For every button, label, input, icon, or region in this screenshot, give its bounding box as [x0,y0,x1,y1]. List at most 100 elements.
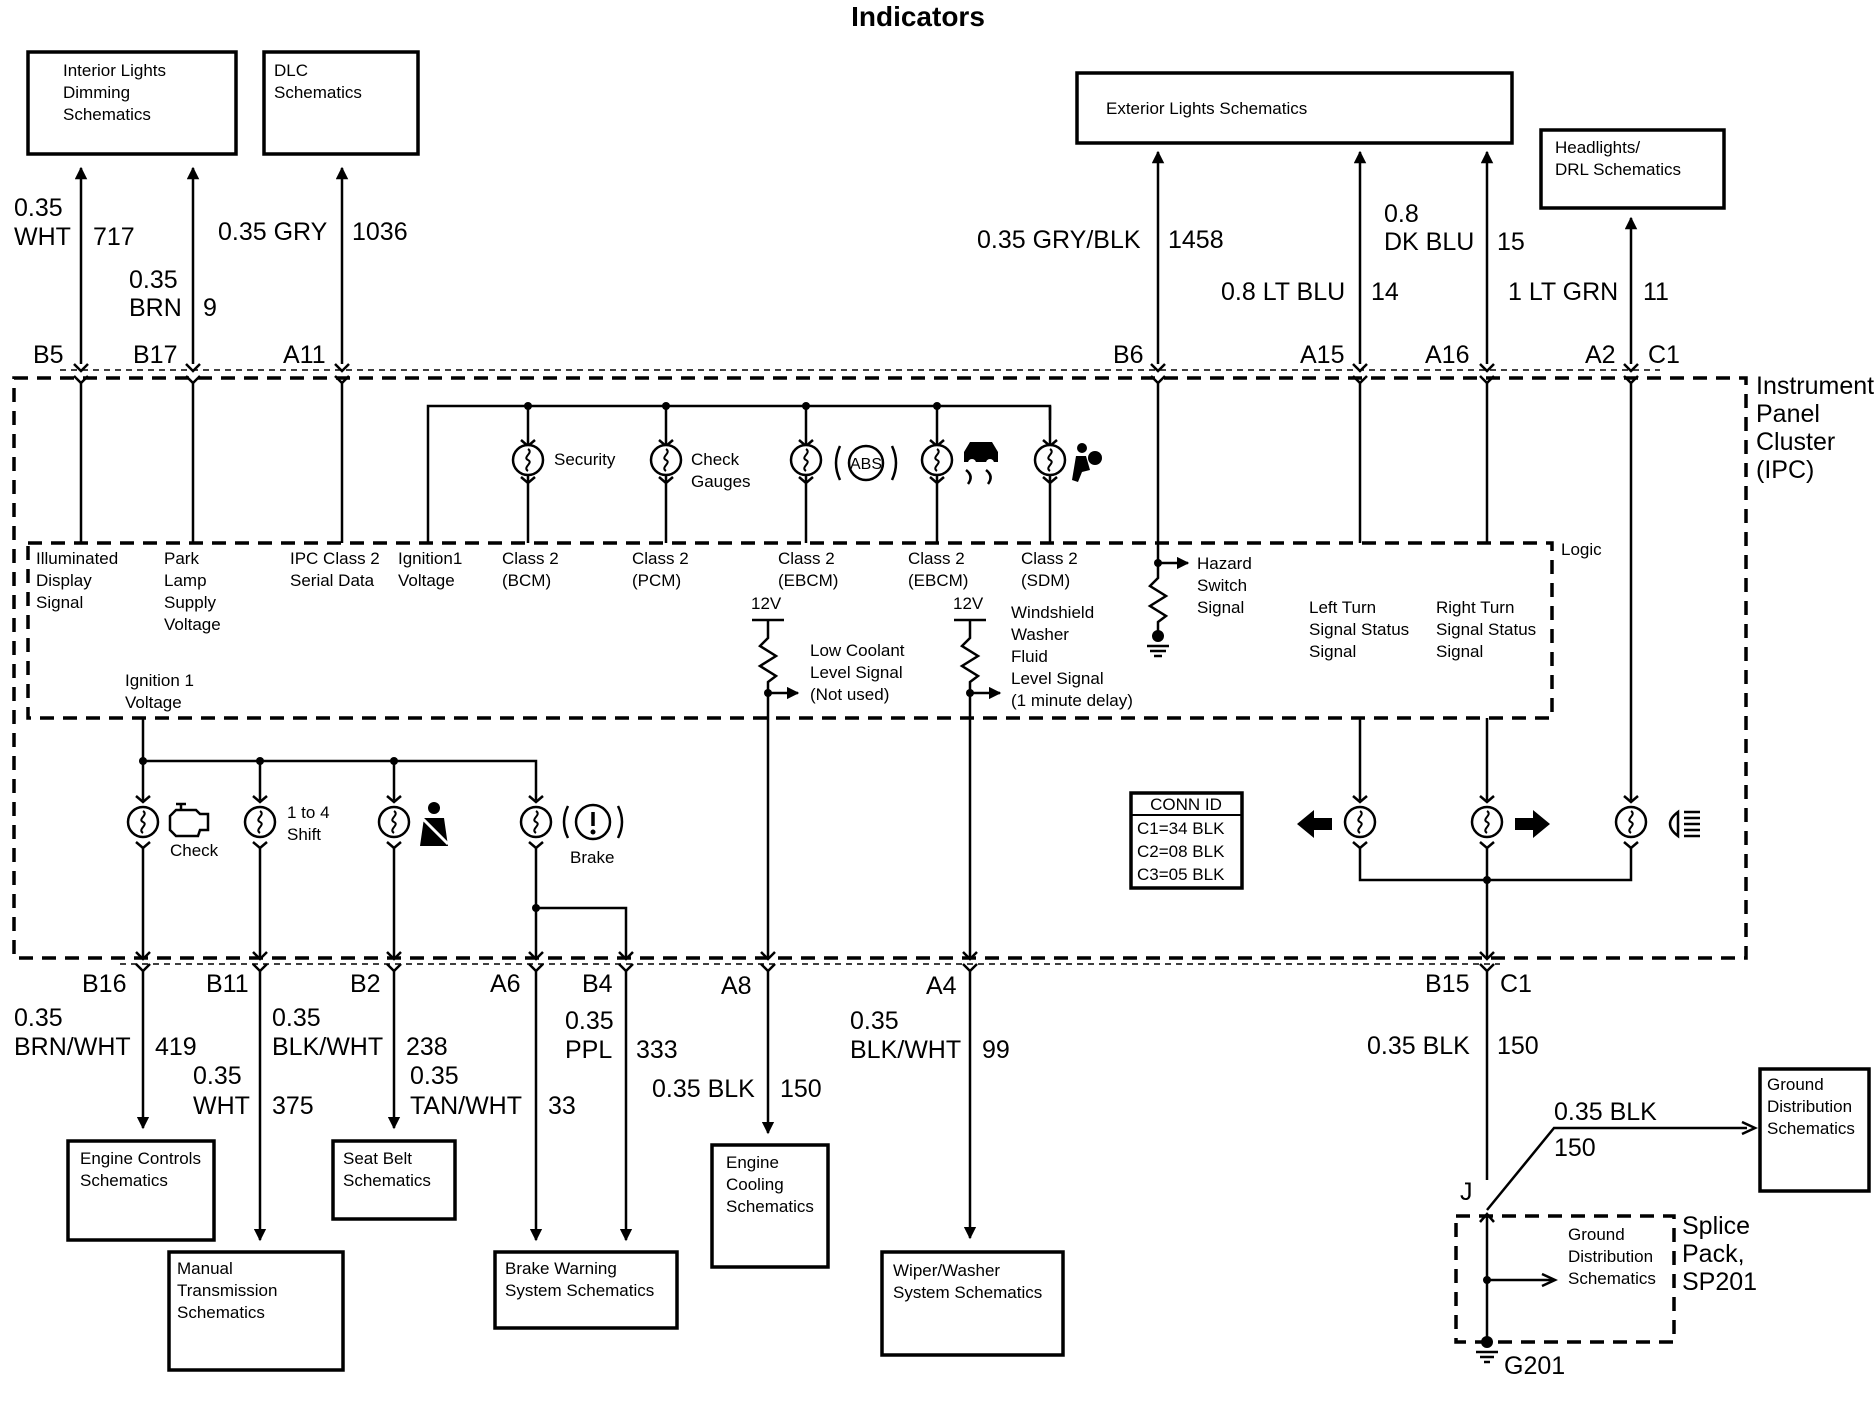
signal-label: Signal [36,593,83,612]
signal-label: Supply [164,593,216,612]
wire-circuit: 33 [548,1092,576,1120]
brake-bulb [519,795,628,958]
check-engine-bulb [126,795,160,958]
top-wires [74,150,1638,364]
pin-label: A15 [1300,341,1344,369]
box-line: Schematics [274,83,362,102]
box-line: Distribution [1767,1097,1852,1116]
signal-label: (BCM) [502,571,551,590]
box-line: Wiper/Washer [893,1261,1000,1280]
bottom-wires [136,971,1758,1242]
wire-circuit: 15 [1497,228,1525,256]
wire-circuit: 150 [780,1075,822,1103]
pin-label: A11 [283,341,326,369]
pin-label: A2 [1585,341,1616,369]
wire-label: 0.35 BLK [652,1075,755,1103]
wire-color: WHT [14,223,71,251]
check-gauges-label: Gauges [691,472,751,491]
signal-label: Class 2 [502,549,559,568]
left-arrow-icon [1297,810,1332,838]
wire-size: 0.8 [1384,200,1419,228]
signal-label: Lamp [164,571,207,590]
box-line: Dimming [63,83,130,102]
splice-j-label: J [1460,1178,1473,1206]
pin-label: A6 [490,970,521,998]
conn-id-title: CONN ID [1150,795,1222,814]
wire-label: 0.35 GRY/BLK [977,226,1141,254]
signal-label: (PCM) [632,571,681,590]
wire-circuit: 11 [1643,278,1669,306]
security-bulb [511,439,545,485]
box-line: Transmission [177,1281,277,1300]
logic-outline [26,541,1554,720]
wire-color: BLK/WHT [850,1036,961,1064]
wiper-washer-box: Wiper/Washer System Schematics [880,1250,1065,1357]
wire-size: 0.35 [850,1007,899,1035]
conn-id-row: C2=08 BLK [1137,842,1225,861]
conn-id-row: C3=05 BLK [1137,865,1225,884]
box-line: Exterior Lights Schematics [1106,99,1307,118]
wire-size: 0.35 [129,266,178,294]
ipc-label-line: (IPC) [1756,456,1814,484]
wire-size: 0.35 [410,1062,459,1090]
signal-label: (EBCM) [778,571,838,590]
abs-bulb [789,439,823,485]
conn-id-row: C1=34 BLK [1137,819,1225,838]
box-line: Schematics [63,105,151,124]
signal-label: Switch [1197,576,1247,595]
signal-label: Low Coolant [810,641,905,660]
signal-label: Hazard [1197,554,1252,573]
box-line: Headlights/ [1555,138,1640,157]
wire-circuit: 419 [155,1033,197,1061]
pin-label: C1 [1648,341,1680,369]
pin-label: B2 [350,970,381,998]
low-coolant-pullup: 12V [751,594,800,958]
seat-belt-bulb [377,795,411,958]
signal-label: IPC Class 2 [290,549,380,568]
splice-label: SP201 [1682,1268,1757,1296]
wire-circuit: 150 [1497,1032,1539,1060]
pin-label: B17 [133,341,177,369]
pin-label: B6 [1113,341,1144,369]
signal-label: Voltage [164,615,221,634]
voltage-label: 12V [751,594,782,613]
top-wire-labels: 0.35 WHT 717 0.35 BRN 9 0.35 GRY 1036 0.… [14,194,1669,322]
interior-lights-box: Interior Lights Dimming Schematics [26,50,238,156]
wire-size: 0.35 [272,1004,321,1032]
ipc-label-line: Instrument [1756,372,1874,400]
splice-label: Pack, [1682,1240,1745,1268]
exterior-lights-box: Exterior Lights Schematics [1075,71,1514,145]
box-line: Schematics [80,1171,168,1190]
box-line: DLC [274,61,308,80]
signal-label: Fluid [1011,647,1048,666]
abs-icon-text: ABS [850,456,882,473]
box-line: Cooling [726,1175,784,1194]
box-line: Manual [177,1259,233,1278]
ipc-top-internal-wires [79,383,1633,800]
splice-label: Splice [1682,1212,1750,1240]
right-arrow-icon [1515,810,1550,838]
box-line: System Schematics [893,1283,1042,1302]
wire-color: BRN/WHT [14,1033,131,1061]
signal-label: Display [36,571,92,590]
shift-label: Shift [287,825,321,844]
dlc-box: DLC Schematics [262,50,420,156]
wire-circuit: 333 [636,1036,678,1064]
check-label: Check [170,841,219,860]
signal-label: Windshield [1011,603,1094,622]
box-line: System Schematics [505,1281,654,1300]
wire-size: 0.35 [565,1007,614,1035]
signal-label: Class 2 [1021,549,1078,568]
signal-label: Signal [1197,598,1244,617]
top-connector-pins: B5 B17 A11 B6 A15 A16 A2 C1 [33,341,1680,385]
pin-label: B4 [582,970,613,998]
high-beam-bulb [1614,795,1648,850]
wire-circuit: 9 [203,294,217,322]
box-line: Ground [1767,1075,1824,1094]
signal-label: Left Turn [1309,598,1376,617]
pin-label: C1 [1500,970,1532,998]
signal-label: Signal Status [1309,620,1409,639]
ipc-label-line: Cluster [1756,428,1835,456]
conn-id-table: CONN ID C1=34 BLK C2=08 BLK C3=05 BLK [1129,791,1244,890]
